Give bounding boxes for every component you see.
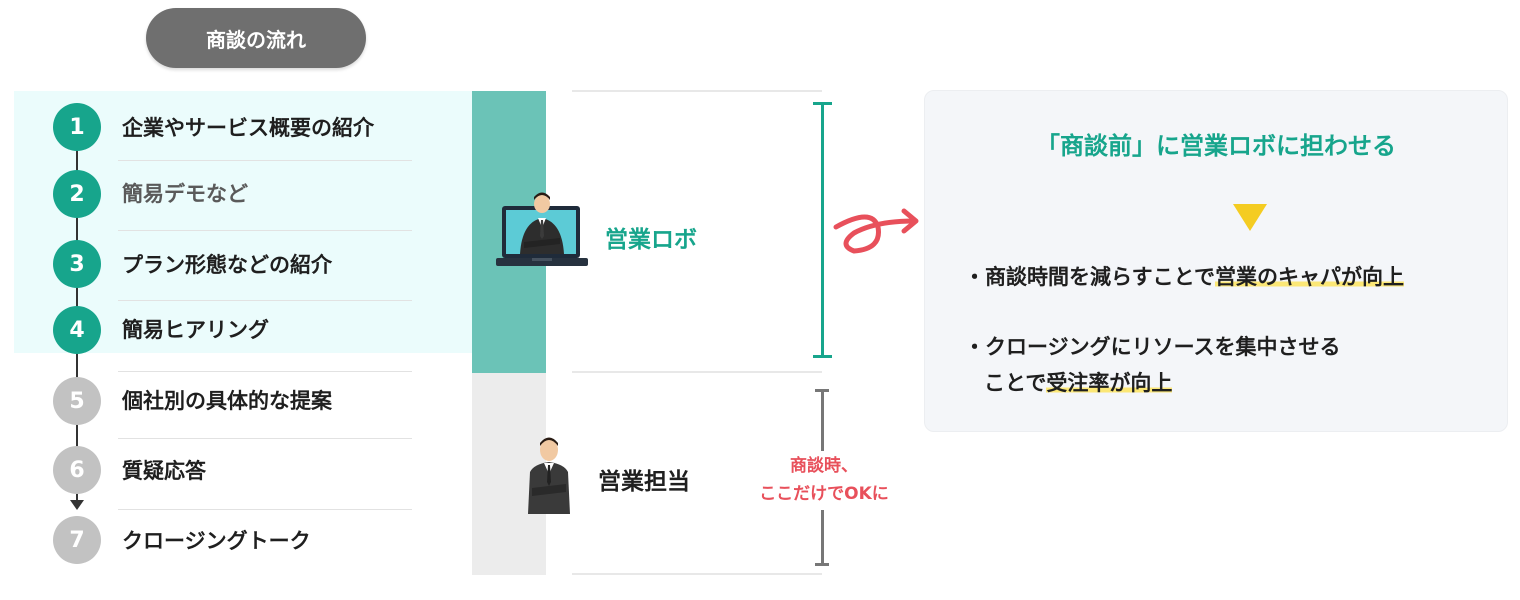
step-separator [118, 509, 412, 510]
benefit-bullet-2-highlight: 受注率が向上 [1046, 371, 1173, 395]
benefit-panel [924, 90, 1508, 432]
laptop-robot-icon [496, 192, 588, 266]
role-row-divider [572, 573, 822, 575]
step-label-6: 質疑応答 [122, 459, 206, 483]
robo-bracket [821, 102, 824, 357]
benefit-bullet-1: ・商談時間を減らすことで営業のキャパが向上 [964, 262, 1404, 292]
step-separator [118, 438, 412, 439]
step-separator [118, 160, 412, 161]
staff-note-line1: 商談時、 [790, 456, 858, 476]
step-label-2: 簡易デモなど [122, 182, 248, 206]
step-label-1: 企業やサービス概要の紹介 [122, 116, 374, 140]
robo-bracket-bottom [813, 355, 832, 358]
benefit-bullet-1-highlight: 営業のキャパが向上 [1214, 265, 1404, 289]
role-label-robo: 営業ロボ [605, 227, 697, 253]
step-label-7: クロージングトーク [122, 529, 311, 553]
benefit-bullet-1-text: ・商談時間を減らすことで [964, 265, 1215, 289]
robo-bracket-top [813, 102, 832, 105]
step-connector-arrowhead [70, 500, 84, 510]
staff-bracket [821, 510, 824, 565]
benefit-panel-title: 「商談前」に営業ロボに担わせる [1036, 132, 1396, 160]
role-label-staff: 営業担当 [598, 469, 690, 495]
step-number-3: 3 [53, 240, 101, 288]
staff-bracket [821, 389, 824, 451]
step-separator [118, 371, 412, 372]
role-row-divider [572, 371, 822, 373]
benefit-bullet-2-line2: ことで受注率が向上 [984, 368, 1173, 398]
step-number-1: 1 [53, 103, 101, 151]
staff-note: 商談時、 ここだけでOKに [744, 452, 904, 508]
step-number-7: 7 [53, 516, 101, 564]
benefit-bullet-2-text: ことで [984, 371, 1047, 395]
role-row-divider [572, 90, 822, 92]
step-label-5: 個社別の具体的な提案 [122, 389, 332, 413]
step-number-5: 5 [53, 377, 101, 425]
step-number-2: 2 [53, 170, 101, 218]
step-number-6: 6 [53, 446, 101, 494]
curly-arrow-icon [833, 208, 919, 254]
step-separator [118, 230, 412, 231]
flow-title: 商談の流れ [146, 8, 366, 68]
step-label-3: プラン形態などの紹介 [122, 253, 332, 277]
businessman-icon [528, 437, 570, 514]
step-label-4: 簡易ヒアリング [122, 318, 269, 342]
down-triangle-icon [1233, 204, 1267, 231]
step-separator [118, 300, 412, 301]
staff-bracket-bottom [815, 563, 829, 566]
step-number-4: 4 [53, 306, 101, 354]
staff-note-line2: ここだけでOKに [759, 484, 889, 504]
benefit-bullet-2-line1: ・クロージングにリソースを集中させる [964, 335, 1341, 359]
